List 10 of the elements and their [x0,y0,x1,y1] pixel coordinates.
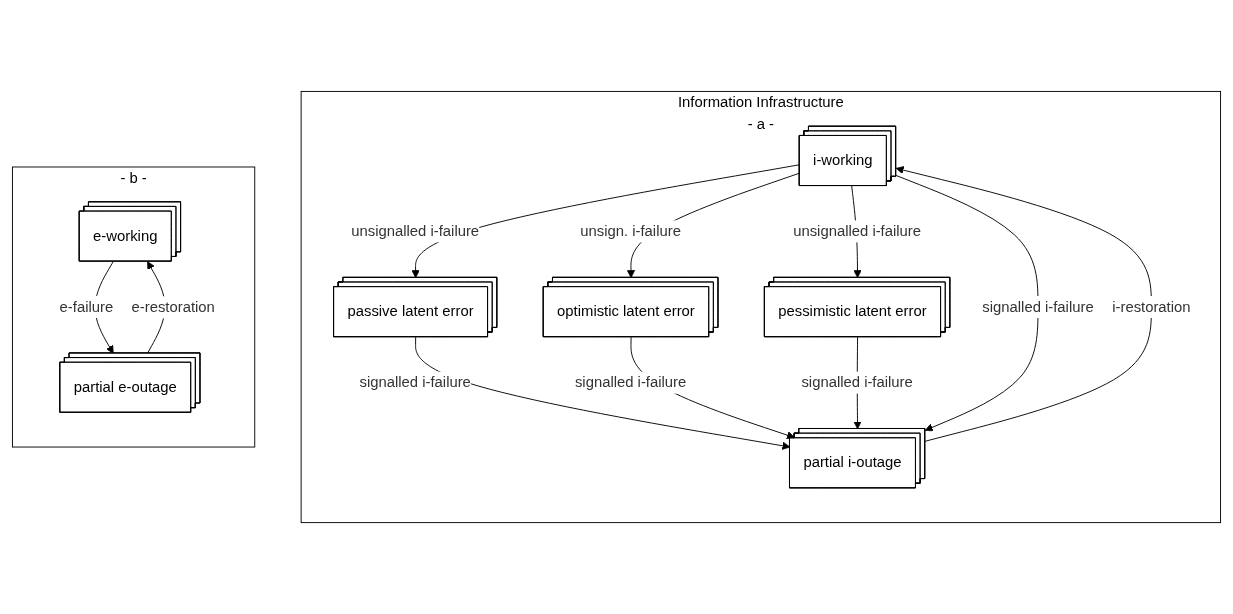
edge-label: e-restoration [131,299,215,315]
edge-label: unsign. i-failure [580,223,681,239]
edge-label: signalled i-failure [359,374,471,390]
edge-label: signalled i-failure [982,298,1094,315]
edge-label: unsignalled i-failure [351,223,480,239]
edge-label: signalled i-failure [574,374,687,390]
edge-label: e-failure [59,298,114,315]
edge-label: signalled i-failure [801,374,913,390]
edge-label: unsignalled i-failure [793,223,922,239]
edge-label: i-restoration [1112,298,1191,315]
